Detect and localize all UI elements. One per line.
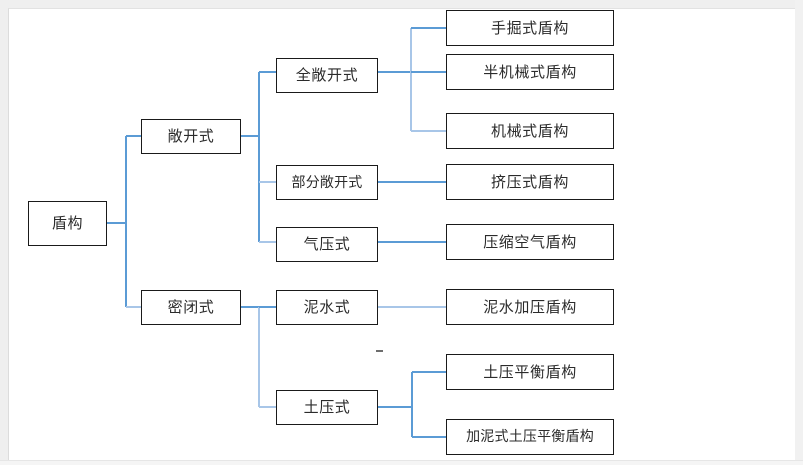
node-partially-open[interactable]: 部分敞开式 xyxy=(276,165,378,200)
stray-dash-mark xyxy=(376,350,383,352)
node-mud-epb-shield[interactable]: 加泥式土压平衡盾构 xyxy=(446,419,614,455)
node-mechanical-shield[interactable]: 机械式盾构 xyxy=(446,113,614,149)
node-fully-open[interactable]: 全敞开式 xyxy=(276,58,378,93)
node-extrusion-shield-label: 挤压式盾构 xyxy=(490,172,569,191)
node-earth-pressure-label: 土压式 xyxy=(303,398,351,416)
node-open-type[interactable]: 敞开式 xyxy=(141,119,241,154)
node-epb-shield[interactable]: 土压平衡盾构 xyxy=(446,354,614,390)
node-partially-open-label: 部分敞开式 xyxy=(291,174,363,191)
node-slurry[interactable]: 泥水式 xyxy=(276,290,378,325)
node-open-type-label: 敞开式 xyxy=(167,127,215,145)
node-compressed-air-shield[interactable]: 压缩空气盾构 xyxy=(446,224,614,260)
diagram-canvas[interactable]: 盾构 敞开式 密闭式 全敞开式 部分敞开式 气压式 泥水式 土压式 手掘式盾构 xyxy=(8,8,795,460)
node-closed-type-label: 密闭式 xyxy=(167,298,215,316)
node-air-pressure[interactable]: 气压式 xyxy=(276,227,378,262)
node-mechanical-shield-label: 机械式盾构 xyxy=(490,121,569,140)
page-margin-top xyxy=(8,0,795,8)
node-extrusion-shield[interactable]: 挤压式盾构 xyxy=(446,164,614,200)
page-margin-left xyxy=(0,0,8,465)
node-slurry-pressure-shield-label: 泥水加压盾构 xyxy=(483,297,577,316)
node-semi-mechanical-shield[interactable]: 半机械式盾构 xyxy=(446,54,614,90)
node-air-pressure-label: 气压式 xyxy=(303,235,351,253)
node-earth-pressure[interactable]: 土压式 xyxy=(276,390,378,425)
node-slurry-pressure-shield[interactable]: 泥水加压盾构 xyxy=(446,289,614,325)
node-fully-open-label: 全敞开式 xyxy=(295,66,359,84)
node-manual-shield-label: 手掘式盾构 xyxy=(490,18,569,37)
node-manual-shield[interactable]: 手掘式盾构 xyxy=(446,10,614,46)
page-margin-bottom xyxy=(0,460,803,465)
node-compressed-air-shield-label: 压缩空气盾构 xyxy=(483,232,577,251)
node-slurry-label: 泥水式 xyxy=(303,298,351,316)
node-mud-epb-shield-label: 加泥式土压平衡盾构 xyxy=(466,429,594,445)
node-closed-type[interactable]: 密闭式 xyxy=(141,290,241,325)
node-root[interactable]: 盾构 xyxy=(28,201,107,246)
connector-lines xyxy=(107,27,446,438)
node-semi-mechanical-shield-label: 半机械式盾构 xyxy=(483,62,577,81)
node-epb-shield-label: 土压平衡盾构 xyxy=(483,362,577,381)
node-root-label: 盾构 xyxy=(51,214,84,232)
